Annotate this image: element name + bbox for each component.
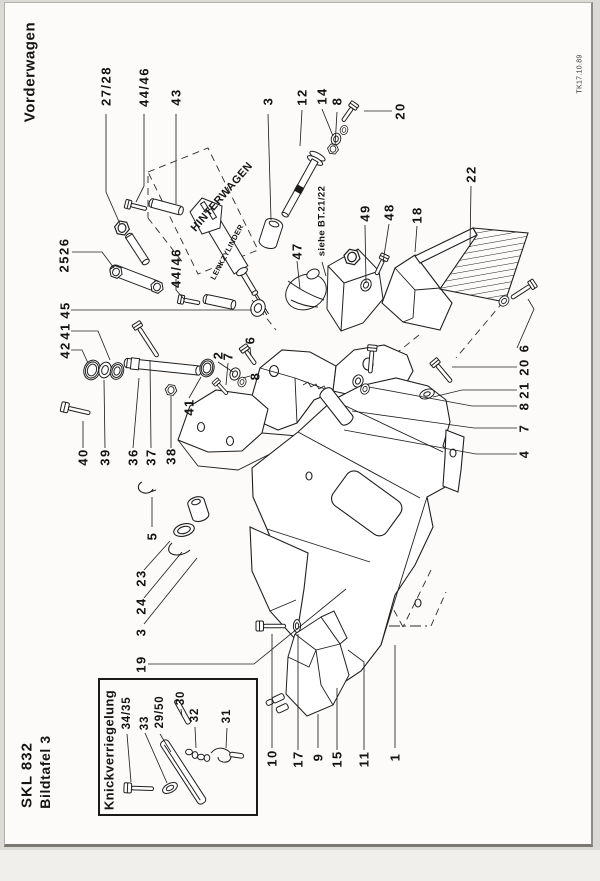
part-callout: 42 [57,341,73,359]
part-callout: 11 [356,750,372,768]
part-callout: 40 [75,448,91,466]
part-callout: 15 [329,750,345,768]
part-callout: 30 [175,690,187,706]
part-callout: 44/46 [168,247,184,289]
part-callout: 5 [144,531,160,541]
part-callout: 31 [221,708,233,724]
part-callout: 1 [387,752,403,762]
part-callout: 8 [247,371,263,381]
part-callout: 3 [133,627,149,637]
page-title: Vorderwagen [21,21,39,123]
inset-detail-box [98,678,258,816]
part-callout: 39 [97,448,113,466]
part-callout: 27/28 [98,65,114,107]
part-callout: 6 [516,343,532,353]
viewer-toolbar [0,850,600,881]
part-callout: 44/46 [136,66,152,108]
part-callout: 49 [357,204,373,222]
part-callout: 2526 [56,237,72,273]
part-callout: 19 [133,655,149,673]
part-callout: 7 [220,351,236,361]
part-callout: 6 [242,335,258,345]
part-callout: 37 [143,448,159,466]
part-callout: 24 [133,597,149,615]
part-callout: 48 [381,203,397,221]
model-label: SKL 832 [18,742,36,808]
part-callout: 43 [168,88,184,106]
part-callout: 32 [189,707,201,723]
part-callout: 41 [57,322,73,340]
part-callout: 41 [181,398,197,416]
part-callout: 34/35 [121,696,133,730]
part-callout: 22 [463,165,479,183]
part-callout: 3 [260,96,276,106]
part-callout: 21 [516,381,532,399]
part-callout: 8 [516,401,532,411]
part-callout: 23 [133,569,149,587]
part-callout: 7 [516,423,532,433]
part-callout: 18 [409,206,425,224]
part-callout: 17 [290,750,306,768]
part-callout: 4 [516,449,532,459]
part-callout: 38 [163,447,179,465]
part-callout: 47 [289,242,305,260]
cross-reference-note: siehe BT.21/22 [316,185,328,257]
part-callout: 9 [310,752,326,762]
part-callout: 20 [516,358,532,376]
doc-ref: TK17.10.89 [576,54,584,94]
sheet-label: Bildtafel 3 [37,735,53,809]
part-callout: 10 [264,749,280,767]
part-callout: 20 [392,102,408,120]
part-callout: 29/50 [154,695,166,729]
part-callout: 12 [294,88,310,106]
part-callout: 45 [57,301,73,319]
part-callout: 8 [329,96,345,106]
part-callout: 33 [139,715,151,731]
part-callout: 14 [314,87,330,105]
part-callout: 36 [125,448,141,466]
